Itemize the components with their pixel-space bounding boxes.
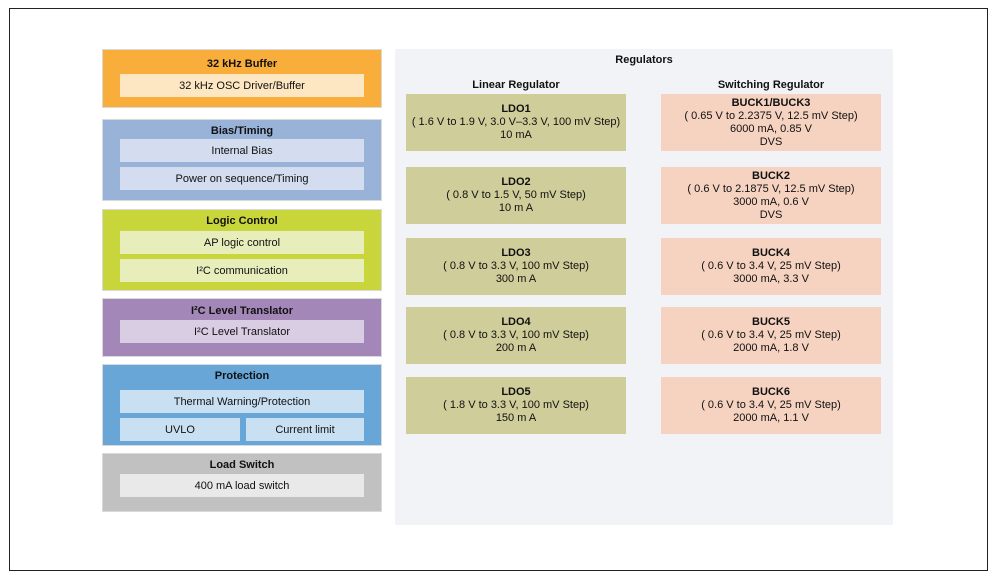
block-title-bias: Bias/Timing [210, 125, 274, 137]
buck6-output: 2000 mA, 1.1 V [733, 412, 809, 424]
buck4-box: BUCK4 ( 0.6 V to 3.4 V, 25 mV Step) 3000… [661, 238, 881, 295]
item-i2c-level-translator: I²C Level Translator [120, 320, 364, 343]
buck4-output: 3000 mA, 3.3 V [733, 273, 809, 285]
buck5-name: BUCK5 [752, 316, 790, 328]
ldo5-range: ( 1.8 V to 3.3 V, 100 mV Step) [443, 399, 589, 411]
buck5-output: 2000 mA, 1.8 V [733, 342, 809, 354]
ldo4-box: LDO4 ( 0.8 V to 3.3 V, 100 mV Step) 200 … [406, 307, 626, 364]
linear-regulator-title: Linear Regulator [472, 79, 560, 91]
ldo5-current: 150 m A [495, 412, 537, 424]
buck2-dvs: DVS [759, 208, 783, 221]
ldo5-name: LDO5 [501, 386, 531, 398]
ldo4-range: ( 0.8 V to 3.3 V, 100 mV Step) [443, 329, 589, 341]
item-osc-driver: 32 kHz OSC Driver/Buffer [120, 74, 364, 97]
buck6-box: BUCK6 ( 0.6 V to 3.4 V, 25 mV Step) 2000… [661, 377, 881, 434]
buck1-buck3-name: BUCK1/BUCK3 [731, 96, 811, 109]
buck2-box: BUCK2 ( 0.6 V to 2.1875 V, 12.5 mV Step)… [661, 167, 881, 224]
ldo2-name: LDO2 [501, 176, 531, 188]
buck2-range: ( 0.6 V to 2.1875 V, 12.5 mV Step) [687, 182, 855, 195]
block-protection: Protection Thermal Warning/Protection UV… [102, 364, 382, 446]
ldo4-current: 200 m A [495, 342, 537, 354]
ldo2-box: LDO2 ( 0.8 V to 1.5 V, 50 mV Step) 10 m … [406, 167, 626, 224]
block-title-i2c: I²C Level Translator [190, 305, 294, 317]
block-title-protection: Protection [214, 370, 270, 382]
buck6-range: ( 0.6 V to 3.4 V, 25 mV Step) [701, 399, 841, 411]
switching-regulator-title: Switching Regulator [717, 79, 825, 91]
regulators-title: Regulators [615, 54, 673, 66]
item-i2c-communication: I²C communication [120, 259, 364, 282]
block-logic-control: Logic Control AP logic control I²C commu… [102, 209, 382, 291]
item-uvlo: UVLO [120, 418, 240, 441]
ldo3-current: 300 m A [495, 273, 537, 285]
block-32khz-buffer: 32 kHz Buffer 32 kHz OSC Driver/Buffer [102, 49, 382, 108]
buck1-buck3-output: 6000 mA, 0.85 V [730, 122, 812, 135]
buck1-buck3-range: ( 0.65 V to 2.2375 V, 12.5 mV Step) [684, 109, 858, 122]
ldo3-name: LDO3 [501, 247, 531, 259]
ldo2-current: 10 m A [498, 202, 534, 214]
block-title-buffer: 32 kHz Buffer [206, 58, 278, 70]
buck4-range: ( 0.6 V to 3.4 V, 25 mV Step) [701, 260, 841, 272]
ldo1-name: LDO1 [501, 103, 531, 115]
ldo3-range: ( 0.8 V to 3.3 V, 100 mV Step) [443, 260, 589, 272]
block-load-switch: Load Switch 400 mA load switch [102, 453, 382, 512]
buck1-buck3-box: BUCK1/BUCK3 ( 0.65 V to 2.2375 V, 12.5 m… [661, 94, 881, 151]
ldo2-range: ( 0.8 V to 1.5 V, 50 mV Step) [446, 189, 586, 201]
ldo5-box: LDO5 ( 1.8 V to 3.3 V, 100 mV Step) 150 … [406, 377, 626, 434]
ldo1-box: LDO1 ( 1.6 V to 1.9 V, 3.0 V–3.3 V, 100 … [406, 94, 626, 151]
item-thermal-warning: Thermal Warning/Protection [120, 390, 364, 413]
buck2-name: BUCK2 [752, 169, 790, 182]
buck2-output: 3000 mA, 0.6 V [733, 195, 809, 208]
item-power-on-sequence: Power on sequence/Timing [120, 167, 364, 190]
buck5-range: ( 0.6 V to 3.4 V, 25 mV Step) [701, 329, 841, 341]
ldo4-name: LDO4 [501, 316, 531, 328]
item-ap-logic-control: AP logic control [120, 231, 364, 254]
item-internal-bias: Internal Bias [120, 139, 364, 162]
buck6-name: BUCK6 [752, 386, 790, 398]
buck5-box: BUCK5 ( 0.6 V to 3.4 V, 25 mV Step) 2000… [661, 307, 881, 364]
buck1-buck3-dvs: DVS [759, 135, 783, 148]
block-title-logic: Logic Control [206, 215, 278, 227]
block-bias-timing: Bias/Timing Internal Bias Power on seque… [102, 119, 382, 201]
ldo1-current: 10 mA [500, 129, 532, 141]
item-current-limit: Current limit [246, 418, 364, 441]
block-i2c-level-translator: I²C Level Translator I²C Level Translato… [102, 298, 382, 357]
block-title-load: Load Switch [209, 459, 275, 471]
ldo3-box: LDO3 ( 0.8 V to 3.3 V, 100 mV Step) 300 … [406, 238, 626, 295]
buck4-name: BUCK4 [752, 247, 790, 259]
ldo1-range: ( 1.6 V to 1.9 V, 3.0 V–3.3 V, 100 mV St… [411, 116, 621, 128]
item-400ma-load-switch: 400 mA load switch [120, 474, 364, 497]
